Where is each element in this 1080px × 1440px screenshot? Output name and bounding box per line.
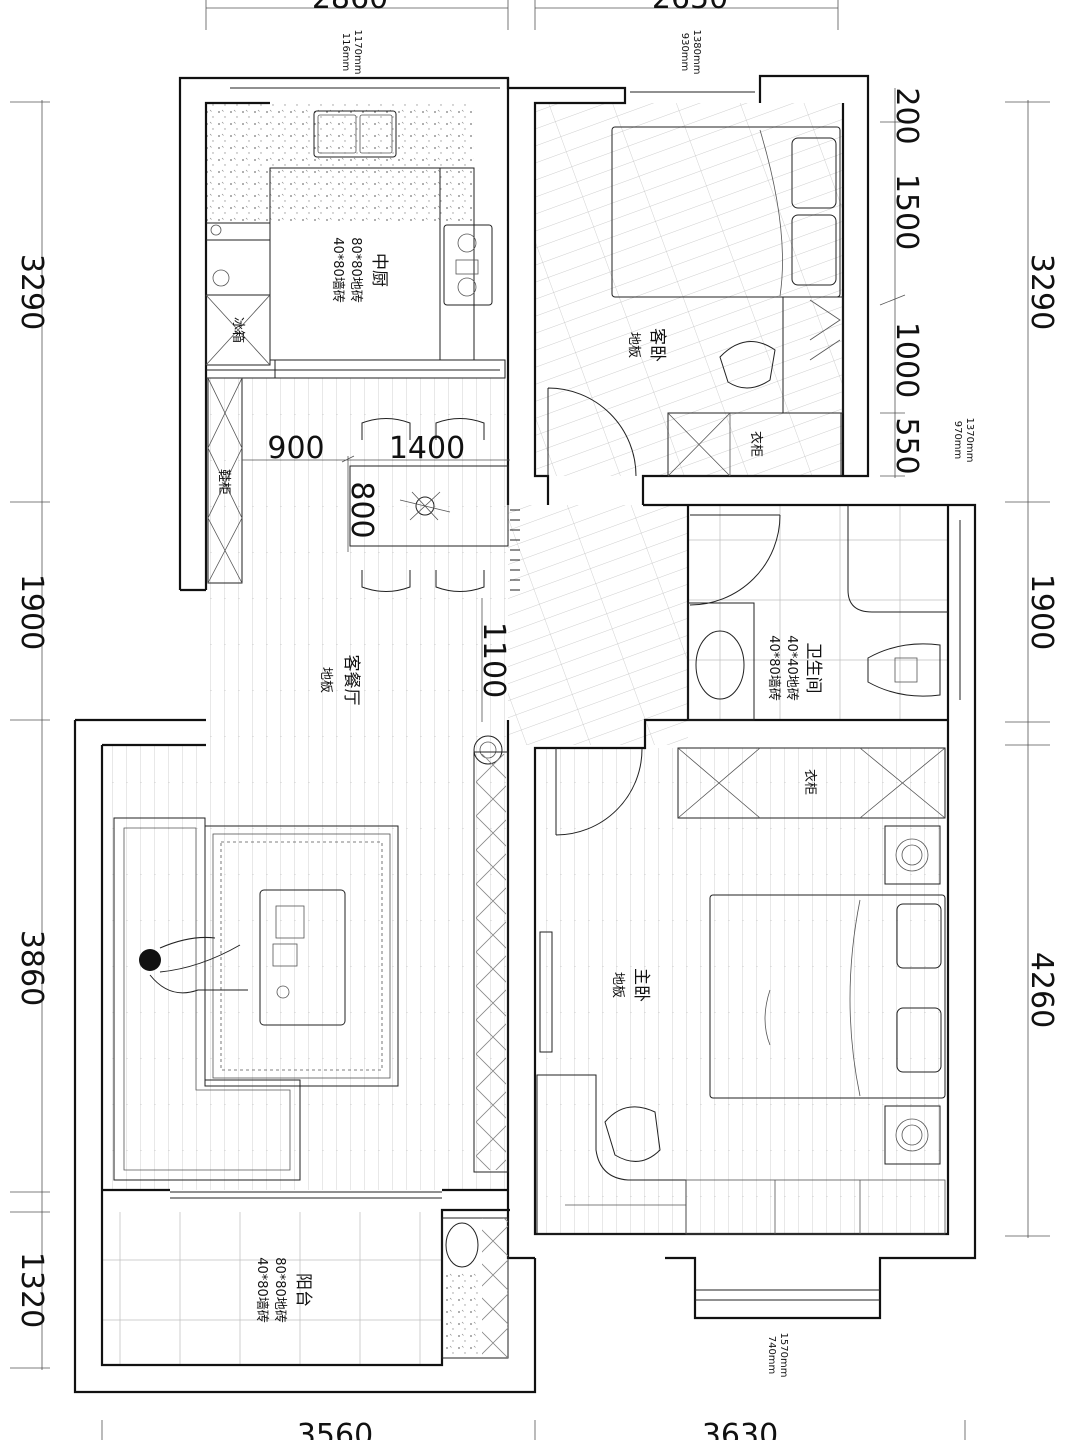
dim-top-left-window-a: 116mm: [340, 33, 351, 72]
dim-top-left-window-b: 1170mm: [352, 30, 363, 75]
dim-guest-3: 1000: [889, 322, 924, 398]
floor-fills: [102, 103, 948, 1364]
basin-icon: [695, 630, 745, 700]
dimension-lines: [10, 0, 1050, 1440]
dim-guest-1: 200: [889, 87, 924, 144]
master-chair-icon: [604, 1106, 661, 1162]
living-fixtures: [113, 377, 520, 1181]
master-name: 主卧: [631, 968, 651, 1002]
master-wardrobe-label: 衣柜: [802, 769, 818, 795]
dim-left-2: 1900: [14, 574, 49, 650]
fridge-icon: [205, 294, 271, 366]
dim-guest-2: 1500: [889, 174, 924, 250]
guest-chair-icon: [719, 341, 776, 389]
dim-top-right-window-b: 1380mm: [691, 30, 702, 75]
master-bed-icon: [709, 894, 946, 1099]
kitchen-floor: 80*80地砖: [348, 237, 363, 303]
dim-top-right: 2650: [652, 0, 728, 16]
dim-bottom-window-b: 1570mm: [778, 1333, 789, 1378]
dim-bath-window-b: 1370mm: [964, 418, 975, 463]
kitchen-name: 中厨: [369, 253, 389, 287]
dim-top-right-window-a: 930mm: [679, 33, 690, 72]
tv-cabinet-icon: [473, 751, 509, 1173]
dim-dining-depth: 800: [344, 481, 379, 538]
guest-bed-icon: [611, 126, 841, 298]
dining-table-icon: [349, 465, 509, 547]
bathroom-fixtures: [687, 505, 948, 721]
coffee-table-icon: [259, 889, 346, 1026]
dim-bottom-window-a: 740mm: [766, 1336, 777, 1375]
shoe-cabinet-icon: [207, 377, 243, 584]
dim-right-3: 4260: [1024, 952, 1059, 1028]
dimension-texts: 2860 2650 116mm 1170mm 930mm 1380mm 3560…: [14, 0, 1059, 1440]
master-wardrobe-icon: [677, 747, 946, 819]
bathroom-name: 卫生间: [803, 643, 823, 694]
guest-floor: 地板: [626, 332, 641, 358]
dim-bath-window-a: 970mm: [952, 421, 963, 460]
doors: [170, 87, 961, 1301]
dim-bottom-right: 3630: [702, 1418, 778, 1440]
living-name: 客餐厅: [341, 655, 361, 706]
dim-right-2: 1900: [1024, 574, 1059, 650]
dim-left-3: 3860: [14, 930, 49, 1006]
stove-icon: [443, 224, 493, 306]
guest-name: 客卧: [647, 328, 667, 362]
balcony-name: 阳台: [293, 1273, 313, 1307]
living-floor: 地板: [318, 667, 333, 693]
sofa-icon: [113, 817, 301, 1181]
master-floor: 地板: [610, 972, 625, 998]
master-bedroom-fixtures: [536, 747, 946, 1235]
guest-wardrobe-icon: [667, 412, 842, 477]
dim-guest-4: 550: [889, 417, 924, 474]
guest-bedroom-fixtures: [611, 126, 844, 477]
dim-bottom-left: 3560: [297, 1418, 373, 1440]
dim-right-1: 3290: [1024, 254, 1059, 330]
dim-corridor: 1100: [476, 622, 511, 698]
lamp-icon: [415, 496, 435, 516]
kitchen-wall: 40*80墙砖: [330, 237, 345, 303]
dim-dining-b: 1400: [389, 431, 465, 466]
sink-icon: [313, 110, 397, 158]
balcony-fixtures: [441, 1217, 509, 1359]
dim-top-left: 2860: [312, 0, 388, 16]
tv-icon: [539, 931, 553, 1053]
kitchen-fixtures: [205, 110, 506, 379]
basin-cabinet-icon: [687, 602, 755, 721]
fridge-label: 冰箱: [230, 317, 246, 343]
bathroom-floor: 40*40地砖: [784, 635, 799, 701]
dim-left-1: 3290: [14, 254, 49, 330]
toilet-icon: [867, 643, 941, 697]
guest-wardrobe-label: 衣柜: [748, 431, 764, 457]
balcony-wall: 40*80墙砖: [254, 1257, 269, 1323]
room-labels: 中厨 80*80地砖 40*80墙砖 冰箱 鞋柜 客餐厅 地板 客卧 地板 衣柜…: [216, 237, 823, 1323]
balcony-floor: 80*80地砖: [272, 1257, 287, 1323]
bathroom-wall: 40*80墙砖: [766, 635, 781, 701]
dim-left-4: 1320: [14, 1252, 49, 1328]
washbasin-icon: [445, 1222, 479, 1268]
person-icon: [139, 949, 161, 971]
walls: [73, 74, 977, 1394]
dim-dining-a: 900: [267, 431, 324, 466]
shoe-cabinet-label: 鞋柜: [216, 469, 232, 495]
nightstand-icon: [884, 825, 941, 885]
